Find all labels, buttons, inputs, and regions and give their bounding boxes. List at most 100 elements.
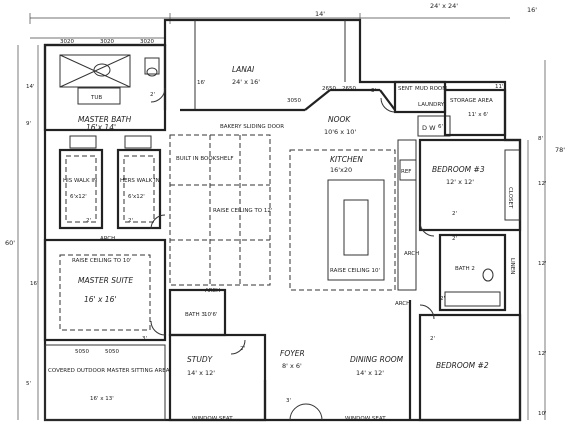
door-swing bbox=[380, 97, 396, 113]
door-swing bbox=[419, 221, 435, 237]
window-3020-b: 3020 bbox=[100, 39, 114, 45]
his-walkin-size: 6'x12' bbox=[70, 194, 87, 200]
side-dim: 11' bbox=[495, 84, 504, 90]
closet-label: CLOSET bbox=[507, 187, 513, 209]
door-dim: 2' bbox=[452, 236, 457, 242]
linen-label: LINEN bbox=[509, 258, 515, 274]
door-swing bbox=[230, 339, 246, 355]
door-dim: 3' bbox=[286, 398, 291, 404]
arch-label-3: ARCH bbox=[205, 288, 220, 294]
foyer-size: 8' x 6' bbox=[282, 362, 302, 370]
door-dim: 2' bbox=[86, 218, 91, 224]
storage-label: STORAGE AREA bbox=[450, 98, 493, 104]
dim-top-14: 14' bbox=[315, 10, 325, 18]
hers-walkin bbox=[116, 148, 162, 230]
tub-label: TUB bbox=[90, 95, 102, 101]
outdoor-size: 16' x 13' bbox=[90, 396, 114, 402]
outdoor-label: COVERED OUTDOOR MASTER SITTING AREA bbox=[48, 368, 170, 374]
side-dim: 10' bbox=[538, 411, 547, 417]
window-3020-c: 3020 bbox=[140, 39, 154, 45]
suite-raise-ceiling-label: RAISE CEILING TO 10' bbox=[72, 258, 131, 264]
suite-raised-ceiling bbox=[59, 254, 151, 331]
study-size: 14' x 12' bbox=[187, 369, 215, 377]
door-swing bbox=[419, 304, 435, 320]
side-dim: 14' bbox=[26, 84, 35, 90]
master-suite-size: 16' x 16' bbox=[84, 295, 116, 304]
built-in-bookshelf-label: BUILT IN BOOKSHELF bbox=[176, 156, 234, 162]
door-dim: 2' bbox=[150, 92, 155, 98]
front-door-swing bbox=[289, 403, 307, 421]
master-bath-size: 16'x 14' bbox=[86, 123, 116, 132]
window-seat-left: WINDOW SEAT bbox=[192, 416, 233, 422]
door-swing bbox=[150, 320, 166, 336]
main-raise-ceiling-label: RAISE CEILING TO 12' bbox=[213, 208, 272, 214]
door-dim: 2' bbox=[452, 211, 457, 217]
laundry-label: LAUNDRY bbox=[418, 102, 445, 108]
kitchen-size: 16'x20 bbox=[330, 166, 352, 174]
dw-label: D W bbox=[422, 124, 436, 132]
closet-b3 bbox=[504, 149, 521, 221]
door-dim: 2' bbox=[240, 346, 245, 352]
vanity-right bbox=[124, 135, 152, 149]
his-shelf bbox=[65, 155, 97, 223]
side-dim: 16' bbox=[197, 80, 206, 86]
arch-label-2: ARCH bbox=[404, 251, 419, 257]
dishwasher bbox=[417, 115, 451, 137]
nook-size: 10'6 x 10' bbox=[324, 128, 356, 136]
window-3050: 3050 bbox=[287, 98, 301, 104]
outer-wall bbox=[43, 18, 522, 422]
master-bath-label: MASTER BATH bbox=[78, 115, 132, 124]
shower bbox=[59, 54, 131, 88]
door-dim: 2' bbox=[440, 296, 445, 302]
arch-label-4: ARCH bbox=[395, 301, 410, 307]
door-dim: 3' bbox=[371, 88, 376, 94]
bedroom3-size: 12' x 12' bbox=[446, 178, 474, 186]
his-walkin bbox=[58, 148, 104, 230]
side-dim: 5' bbox=[26, 381, 31, 387]
shower-diag bbox=[59, 54, 131, 88]
hers-walkin-label: HERS WALK IN bbox=[120, 178, 160, 184]
toilet-bowl bbox=[146, 67, 158, 77]
kitchen-raised-ceiling bbox=[289, 149, 396, 291]
window-5050-b: 5050 bbox=[105, 349, 119, 355]
dim-left-60: 60' bbox=[5, 239, 15, 247]
outdoor-sitting-area bbox=[44, 344, 166, 421]
side-dim: 6' bbox=[438, 124, 443, 130]
dim-top-24x24: 24' x 24' bbox=[430, 2, 458, 10]
bath3-size: 10'6' bbox=[204, 312, 218, 318]
window-2650-a: 2650 bbox=[322, 86, 336, 92]
kitchen-island bbox=[327, 179, 385, 281]
bath2-toilet bbox=[482, 268, 494, 282]
kitchen-raise-ceiling-label: RAISE CEILING 10' bbox=[330, 268, 380, 274]
toilet bbox=[144, 57, 160, 75]
study-walls bbox=[168, 333, 267, 422]
tub bbox=[77, 87, 121, 105]
his-walkin-label: HIS WALK IN bbox=[63, 178, 97, 184]
door-swing bbox=[150, 87, 166, 103]
side-dim: 16' bbox=[30, 281, 39, 287]
window-seat-right: WINDOW SEAT bbox=[345, 416, 386, 422]
bath3-label: BATH 3 bbox=[185, 312, 205, 318]
island-sink bbox=[343, 199, 369, 256]
bakery-sliding-label: BAKERY SLIDING DOOR bbox=[220, 124, 284, 130]
side-dim: 12' bbox=[538, 261, 547, 267]
side-dim: 8' bbox=[538, 136, 543, 142]
lanai-label: LANAI bbox=[232, 65, 255, 74]
nook-angle-wall-2 bbox=[379, 89, 396, 111]
bath2-walls bbox=[438, 233, 507, 312]
window-2650-b: 2650 bbox=[342, 86, 356, 92]
front-door-swing-2 bbox=[305, 403, 323, 421]
bedroom3-label: BEDROOM #3 bbox=[432, 165, 485, 174]
window-3020-a: 3020 bbox=[60, 39, 74, 45]
dim-right-78: 78' bbox=[555, 146, 565, 154]
mud-room-label: MUD ROOM bbox=[415, 86, 447, 92]
kitchen-counter bbox=[397, 139, 417, 291]
hers-shelf bbox=[123, 155, 155, 223]
side-dim: 9' bbox=[26, 121, 31, 127]
ref-label: REF bbox=[401, 169, 411, 175]
foyer-label: FOYER bbox=[280, 349, 305, 358]
bath2-label: BATH 2 bbox=[455, 266, 475, 272]
refrigerator bbox=[399, 159, 417, 181]
dining-size: 14' x 12' bbox=[356, 369, 384, 377]
